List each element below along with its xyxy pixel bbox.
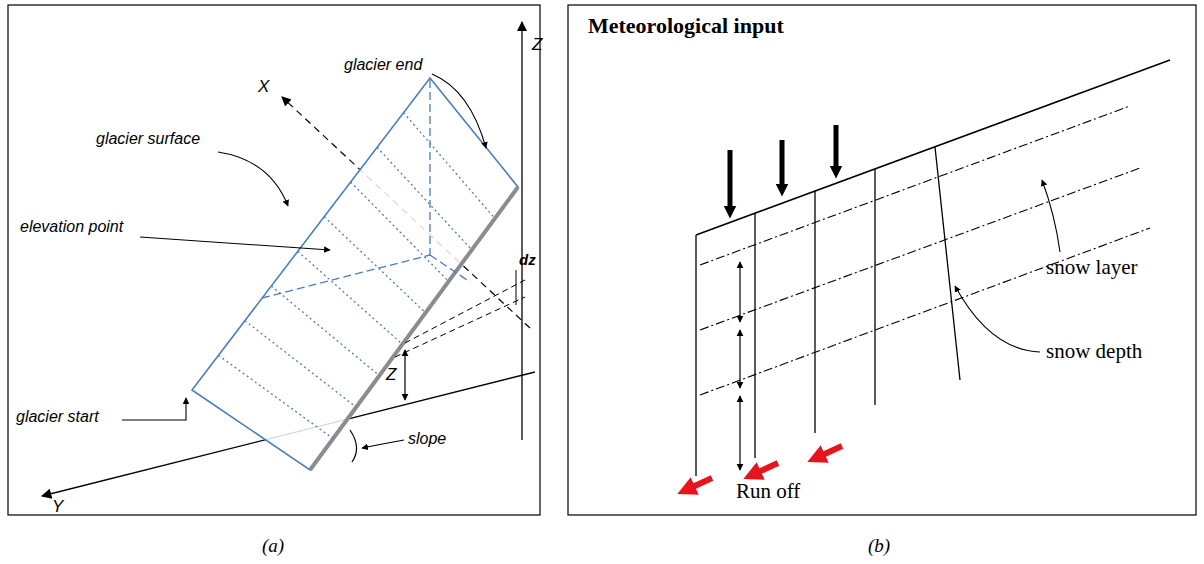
leader-line [122, 398, 186, 420]
leader-line [140, 237, 330, 250]
dimension-label: dz [519, 252, 536, 269]
dimension-label: Z [386, 366, 396, 385]
dz-line [405, 280, 525, 343]
dz-line [395, 297, 525, 357]
leader-line [1042, 180, 1060, 252]
glacier-dashed [429, 80, 430, 255]
snow-layer-line [700, 168, 1140, 330]
snow-depth-line [935, 147, 960, 380]
leader-line [218, 152, 288, 206]
glacier-bed-edge [310, 187, 518, 470]
runoff-arrow [686, 478, 712, 490]
panel-frame [8, 5, 540, 515]
part-label: glacier end [344, 56, 422, 74]
axis-label: X [258, 78, 269, 97]
snow-depth-line [695, 235, 696, 476]
part-label: snow depth [1046, 340, 1142, 363]
panel-caption: (a) [262, 536, 284, 557]
input-arrow [728, 150, 733, 212]
axis-label: Y [52, 498, 63, 517]
axis-label: Z [532, 36, 542, 55]
runoff-arrow [816, 446, 842, 458]
z-height-arrow [404, 350, 405, 400]
part-label: Run off [736, 480, 800, 503]
snow-layer-line [700, 228, 1150, 395]
layer-thickness-arrow [739, 330, 740, 388]
part-label: glacier start [16, 408, 99, 426]
part-label: slope [408, 430, 446, 448]
snow-depth-line [814, 191, 815, 433]
input-arrow [780, 140, 785, 190]
panel-caption: (b) [868, 536, 890, 557]
snow-surface [696, 60, 1170, 235]
part-label: elevation point [20, 218, 123, 236]
layer-thickness-arrow [739, 396, 740, 470]
layer-thickness-arrow [739, 262, 740, 322]
part-label: glacier surface [96, 130, 200, 148]
snow-depth-line [874, 169, 875, 405]
input-arrow [834, 125, 839, 172]
leader-line [955, 286, 1040, 352]
z-axis [521, 22, 522, 440]
leader-line [362, 440, 404, 448]
glacier-dashed [262, 255, 430, 298]
part-label: Meteorological input [588, 14, 784, 38]
slope-arc [350, 430, 357, 462]
leader-line [432, 74, 486, 148]
runoff-arrow [752, 463, 778, 475]
glacier-dashed [430, 255, 470, 282]
snow-depth-line [754, 213, 755, 458]
glacier-outline [192, 78, 518, 470]
elevation-lines [218, 113, 494, 439]
snow-layer-line [700, 106, 1130, 265]
dz-tick [516, 270, 517, 305]
part-label: snow layer [1046, 256, 1138, 279]
panel-frame [568, 5, 1196, 515]
